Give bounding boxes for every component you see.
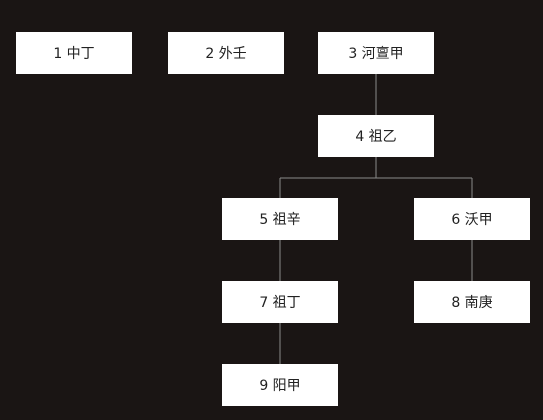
node-1: 1 中丁 bbox=[16, 32, 132, 74]
node-5: 5 祖辛 bbox=[222, 198, 338, 240]
node-7: 7 祖丁 bbox=[222, 281, 338, 323]
node-8: 8 南庚 bbox=[414, 281, 530, 323]
node-6: 6 沃甲 bbox=[414, 198, 530, 240]
node-9: 9 阳甲 bbox=[222, 364, 338, 406]
node-4: 4 祖乙 bbox=[318, 115, 434, 157]
node-2: 2 外壬 bbox=[168, 32, 284, 74]
node-3: 3 河亶甲 bbox=[318, 32, 434, 74]
